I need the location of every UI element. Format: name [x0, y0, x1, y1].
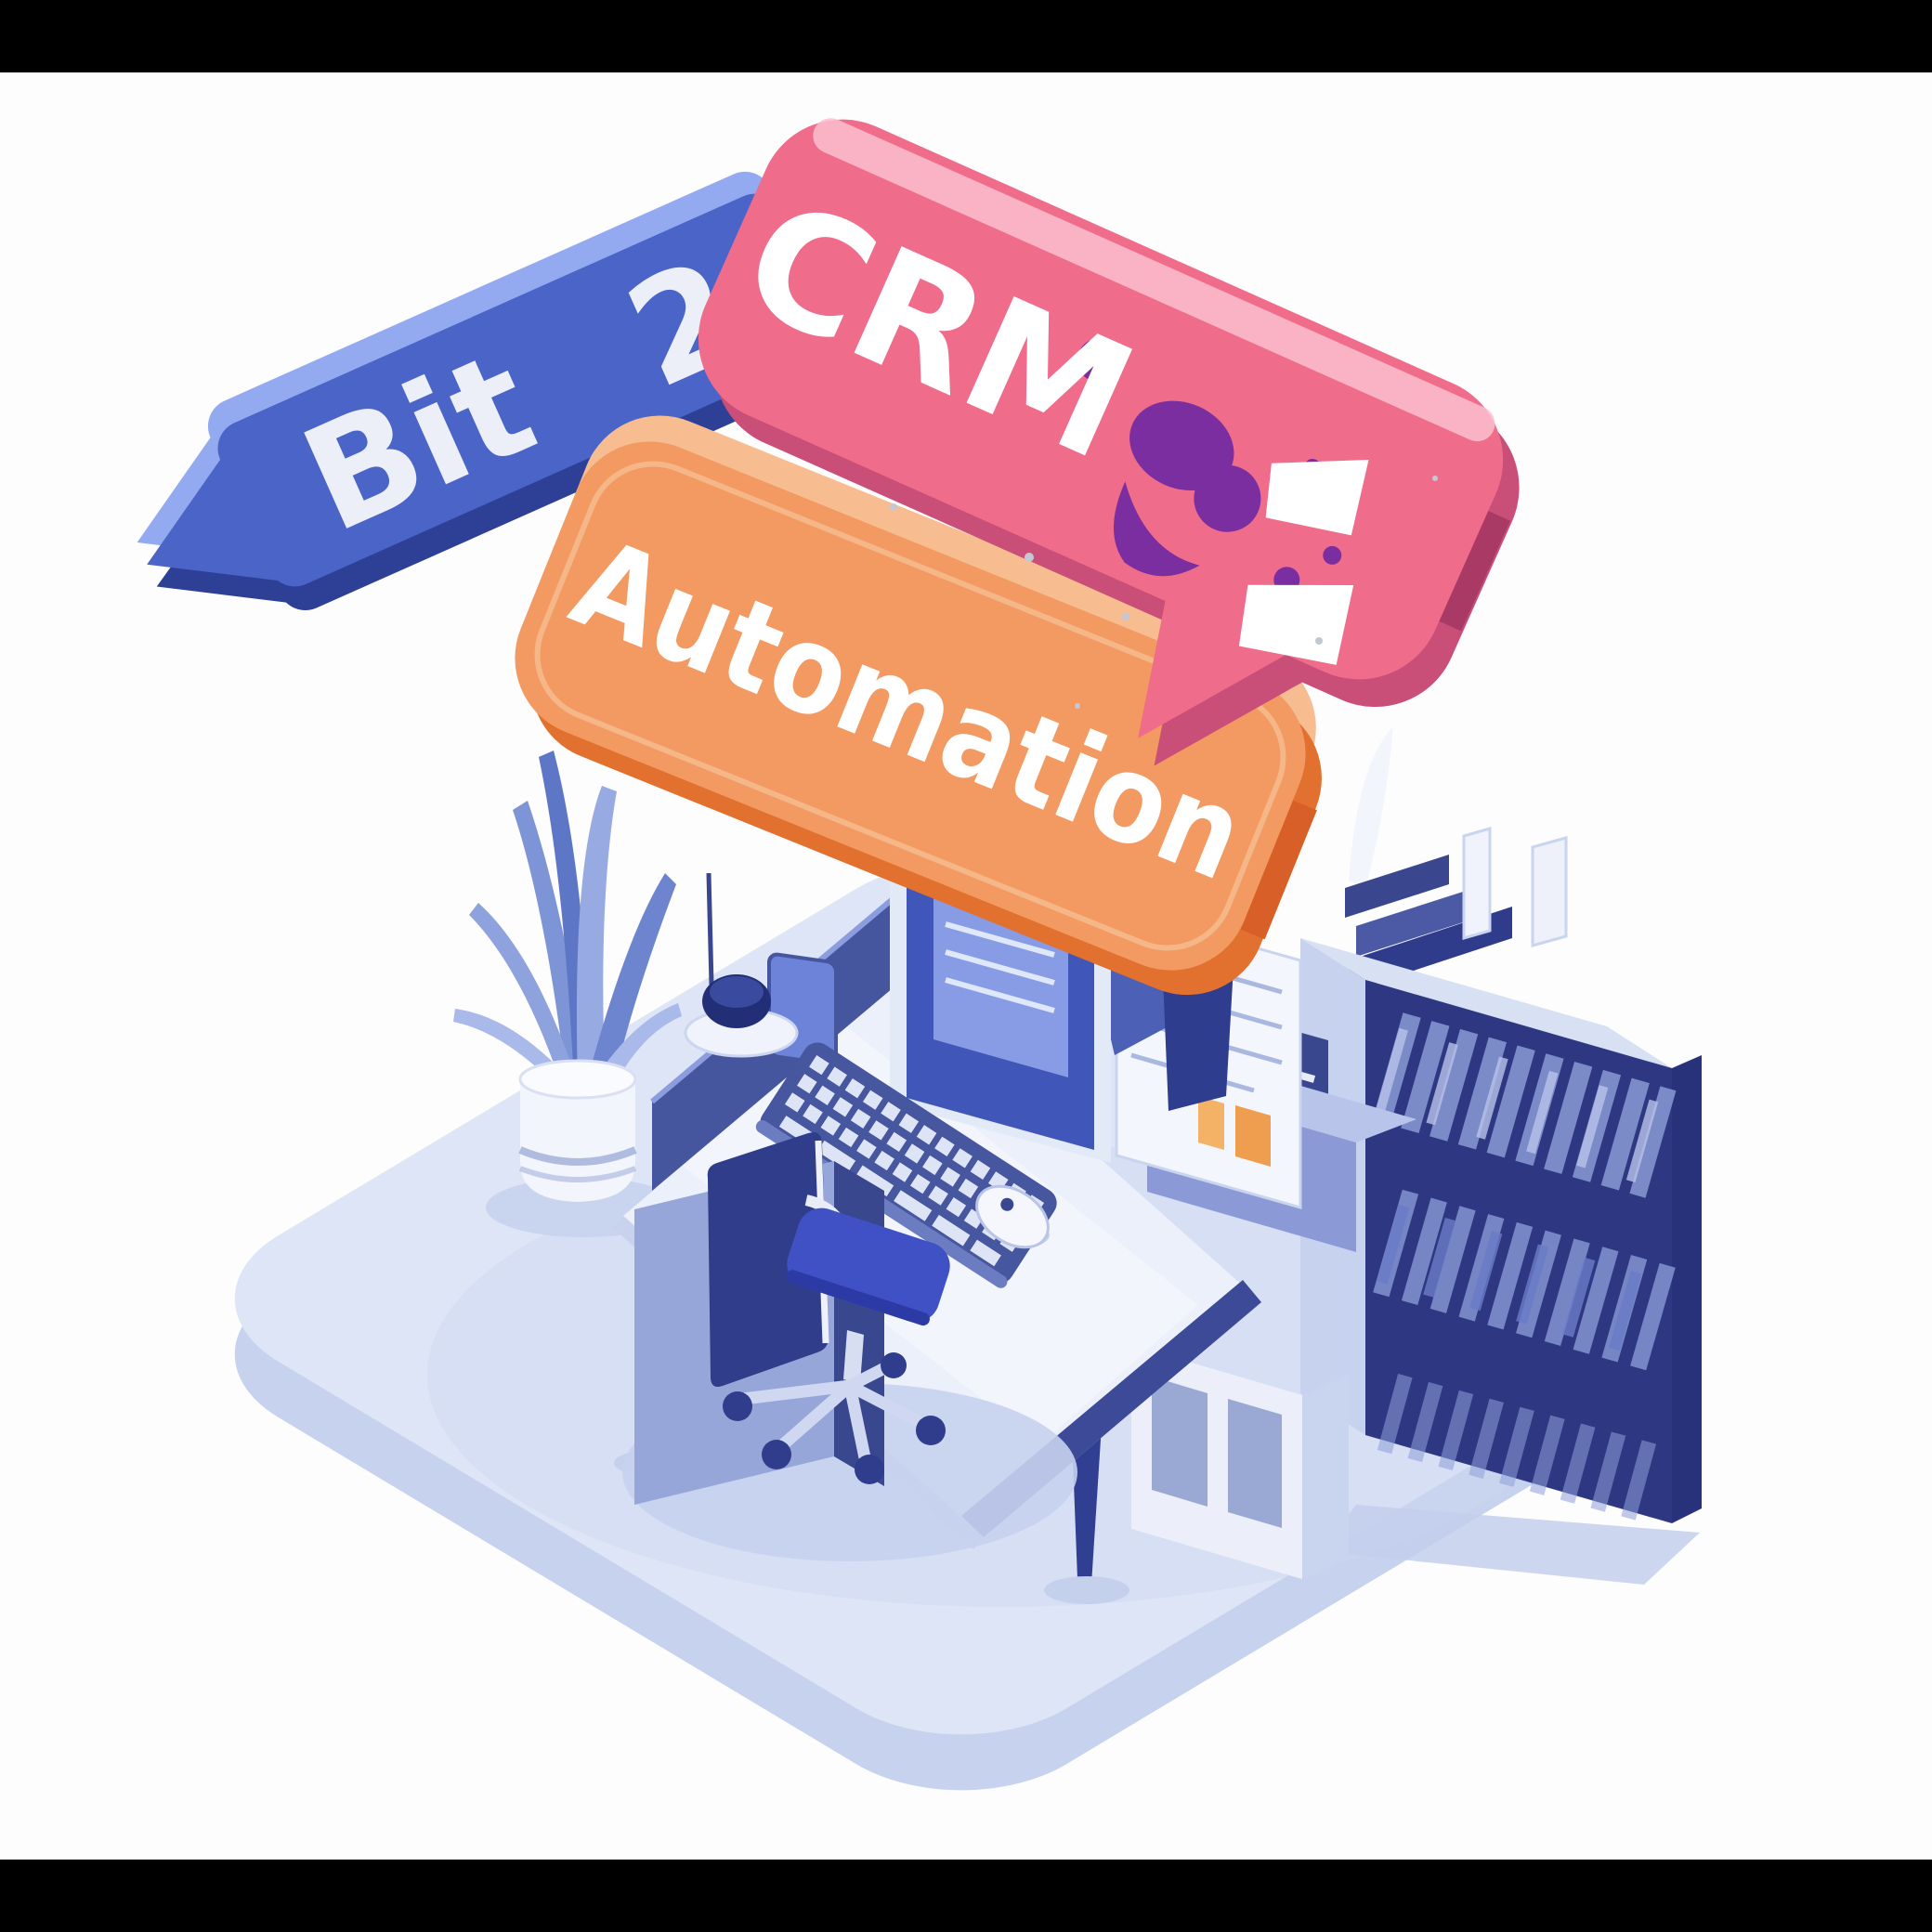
crm-banner: CRM: [698, 118, 1520, 766]
crm-map-arrows: [1238, 459, 1369, 665]
bookshelf-top: [1300, 938, 1672, 1068]
orange-folder: [1235, 1105, 1271, 1167]
chair-pole: [843, 1330, 864, 1384]
pot-stripe: [518, 1146, 637, 1166]
crm-face: [698, 119, 1504, 738]
confetti-dots: [890, 476, 1438, 709]
cubby-side: [1302, 1375, 1349, 1579]
mouse-body: [975, 1184, 1050, 1249]
orange-folder: [1198, 1096, 1224, 1150]
potted-plant: [453, 751, 682, 1237]
cubby-opening: [1228, 1399, 1282, 1528]
plant-leaf: [469, 903, 578, 1087]
key-row: [809, 1055, 1045, 1215]
stacked-books: [1345, 855, 1449, 918]
cubby-opening: [1152, 1377, 1208, 1507]
paper-spike-decor: [1349, 726, 1393, 888]
letterbox-top: [0, 0, 1932, 72]
key-row: [778, 1116, 1001, 1267]
mouse-wheel: [1000, 1197, 1014, 1211]
cubby-shelf: [1131, 1345, 1349, 1579]
book-row: [1372, 1012, 1677, 1198]
cup-opening: [710, 976, 764, 1008]
screen-text-line: [945, 949, 1055, 986]
letterbox-bottom: [0, 1860, 1932, 1932]
pot-stripe: [518, 1166, 637, 1182]
mouse: [975, 1184, 1050, 1249]
automation-inner-ridge: [534, 461, 1286, 951]
chair-back: [707, 1132, 829, 1387]
bookshelf-right-side: [1672, 1055, 1702, 1523]
plant-pot: [520, 1079, 635, 1202]
book-row: [1377, 1373, 1672, 1525]
chair-wheels: [723, 1352, 946, 1484]
bookend-column: [1462, 827, 1492, 940]
office-chair: [622, 1132, 1077, 1561]
bitrix24-face: [147, 193, 832, 587]
screen-text-line: [945, 921, 1055, 958]
automation-face: [515, 441, 1306, 971]
chair-seat-edge: [786, 1270, 930, 1326]
bookend-column: [1531, 836, 1568, 947]
key-row: [784, 1092, 1020, 1252]
screen-text-line: [945, 977, 1055, 1013]
stacked-books: [1356, 884, 1486, 957]
plant-leaf: [576, 786, 617, 1083]
crm-gloss-stripe: [813, 118, 1495, 442]
plant-leaf: [587, 873, 676, 1085]
leg-shadow: [1044, 1576, 1129, 1604]
bookshelf-shadow: [1319, 1505, 1700, 1585]
bookshelf: [1300, 726, 1702, 1585]
chair-base: [737, 1359, 932, 1469]
plant-pot-rim: [518, 1059, 637, 1100]
coffee-cup: [684, 974, 799, 1058]
